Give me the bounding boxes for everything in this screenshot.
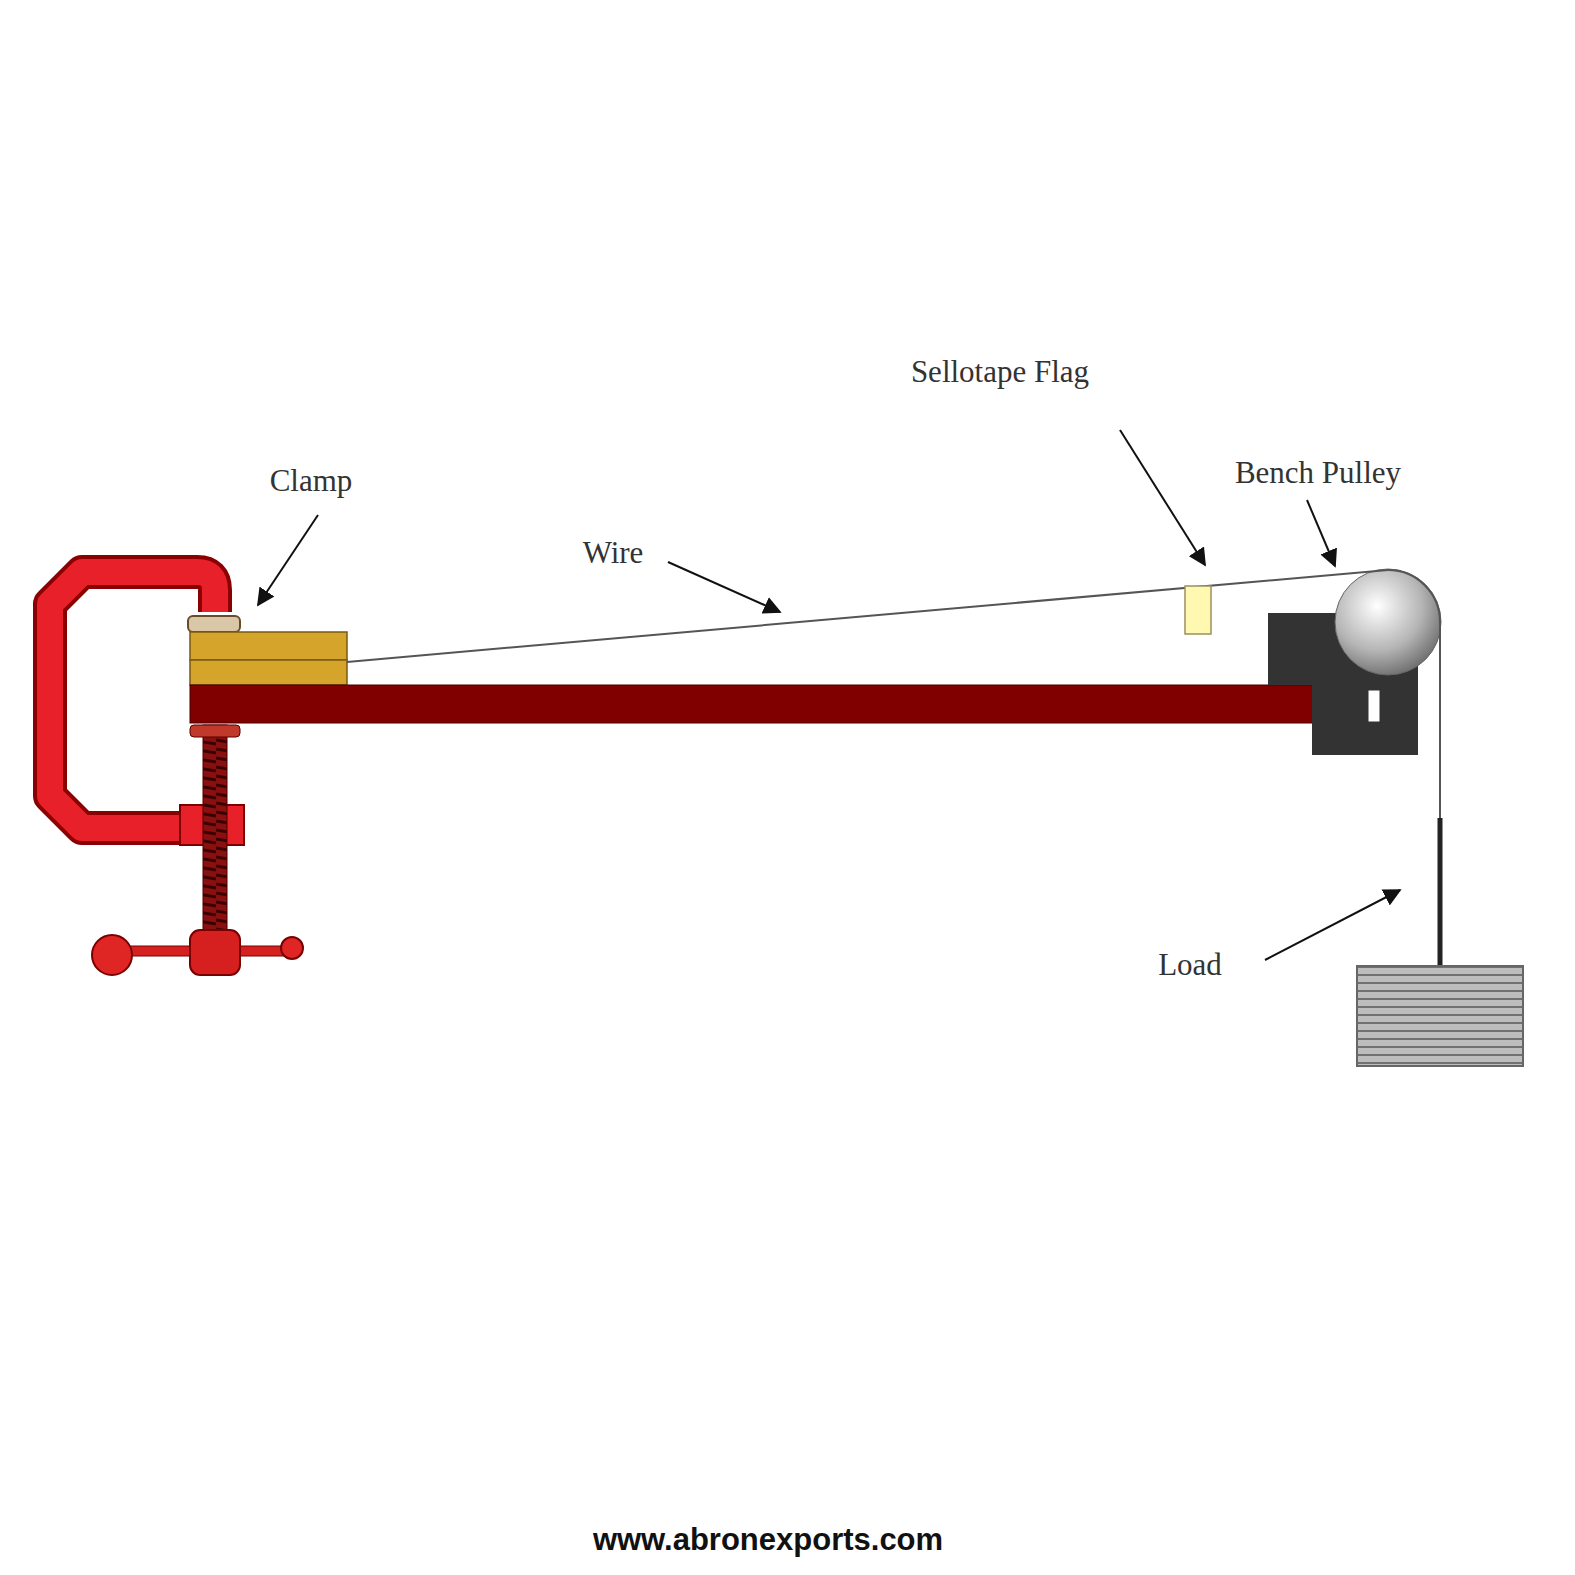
wood-block — [190, 660, 347, 685]
part-label: Wire — [583, 535, 644, 571]
part-label: Load — [1158, 947, 1222, 983]
clamp-handle-ball — [92, 935, 132, 975]
leader-arrow — [668, 562, 780, 612]
leader-arrow — [1265, 890, 1400, 960]
wire — [347, 570, 1388, 662]
leader-arrow — [1307, 500, 1335, 566]
clamp-screw — [203, 725, 227, 960]
sellotape-flag — [1185, 586, 1211, 634]
part-label: Clamp — [270, 463, 353, 499]
leader-arrow — [258, 515, 318, 605]
bench — [190, 685, 1368, 723]
wood-block — [190, 632, 347, 660]
clamp-handle-ball — [281, 937, 303, 959]
pulley-slot — [1368, 690, 1380, 722]
clamp-pad — [188, 616, 240, 632]
part-label: Sellotape Flag — [911, 354, 1089, 390]
hanger — [1438, 818, 1443, 966]
leader-arrow — [1120, 430, 1205, 565]
clamp-pad — [190, 725, 240, 737]
watermark: www.abronexports.com — [593, 1522, 943, 1558]
wire — [1388, 570, 1440, 820]
part-label: Bench Pulley — [1235, 455, 1401, 491]
pulley-clamp — [1312, 685, 1418, 755]
clamp-handle-hub — [190, 930, 240, 975]
load-weights — [1357, 966, 1523, 1066]
